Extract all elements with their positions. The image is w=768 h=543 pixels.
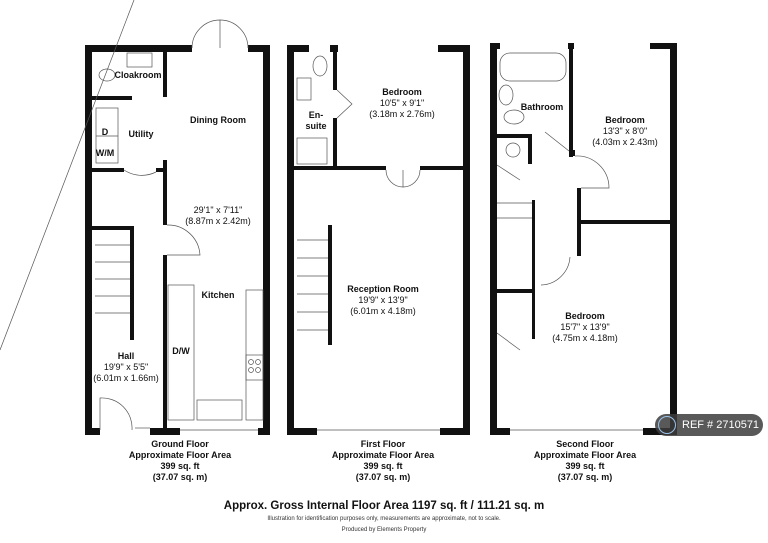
room-name: Bedroom <box>382 87 422 97</box>
area-label: Approximate Floor Area <box>533 450 637 460</box>
second-floor-walls <box>490 43 677 435</box>
disclaimer: Illustration for identification purposes… <box>267 516 501 522</box>
area-sqft: 399 sq. ft <box>160 461 200 471</box>
second-floor-fixtures <box>496 52 643 431</box>
area-sqm: (37.07 sq. m) <box>355 472 411 482</box>
dimension-metric: (4.03m x 2.43m) <box>592 137 658 147</box>
room-label-cloakroom: Cloakroom <box>114 70 162 80</box>
dimension-metric: (6.01m x 4.18m) <box>350 306 416 316</box>
logo-icon <box>658 416 676 434</box>
room-label-bathroom: Bathroom <box>520 102 564 112</box>
floor-name: Ground Floor <box>151 439 209 449</box>
room-name: Bedroom <box>605 115 645 125</box>
room-name: En- <box>308 110 324 120</box>
room-label-ensuite: En-suite <box>305 110 326 132</box>
dimension-imperial: 15'7" x 13'9" <box>560 322 610 332</box>
producer-credit: Produced by Elements Property <box>341 527 427 533</box>
room-name: Hall <box>117 351 135 361</box>
dining-kitchen-dimensions: 29'1" x 7'11"(8.87m x 2.42m) <box>185 205 251 227</box>
first-floor-fixtures <box>296 55 440 431</box>
dimension-metric: (6.01m x 1.66m) <box>93 373 159 383</box>
room-label-kitchen: Kitchen <box>201 290 235 300</box>
label-dishwasher: D/W <box>172 346 190 356</box>
dimension-metric: (4.75m x 4.18m) <box>552 333 618 343</box>
area-sqm: (37.07 sq. m) <box>557 472 613 482</box>
room-name: Reception Room <box>347 284 419 294</box>
label-dryer: D <box>101 127 109 137</box>
dimension-imperial: 29'1" x 7'11" <box>193 205 243 215</box>
ground-floor-walls <box>85 45 270 435</box>
room-name: Bedroom <box>565 311 605 321</box>
total-floor-area: Approx. Gross Internal Floor Area 1197 s… <box>223 500 545 512</box>
area-label: Approximate Floor Area <box>128 450 232 460</box>
floor-name: First Floor <box>360 439 406 449</box>
area-label: Approximate Floor Area <box>331 450 435 460</box>
floor-name: Second Floor <box>556 439 614 449</box>
room-label-utility: Utility <box>128 129 154 139</box>
dimension-imperial: 19'9" x 5'5" <box>103 362 149 372</box>
room-name-2: suite <box>305 121 327 131</box>
ref-badge: REF # 2710571 <box>655 414 763 436</box>
area-sqft: 399 sq. ft <box>363 461 403 471</box>
ground-floor-fixtures <box>0 0 264 431</box>
label-washing-machine: W/M <box>95 148 115 158</box>
dimension-imperial: 13'3" x 8'0" <box>602 126 648 136</box>
dimension-metric: (8.87m x 2.42m) <box>185 216 251 226</box>
ref-number: REF # 2710571 <box>682 419 760 431</box>
area-sqm: (37.07 sq. m) <box>152 472 208 482</box>
area-sqft: 399 sq. ft <box>565 461 605 471</box>
first-floor-walls <box>287 45 470 435</box>
dimension-imperial: 10'5" x 9'1" <box>379 98 425 108</box>
dimension-metric: (3.18m x 2.76m) <box>369 109 435 119</box>
room-label-dining-room: Dining Room <box>190 115 246 125</box>
dimension-imperial: 19'9" x 13'9" <box>358 295 408 305</box>
